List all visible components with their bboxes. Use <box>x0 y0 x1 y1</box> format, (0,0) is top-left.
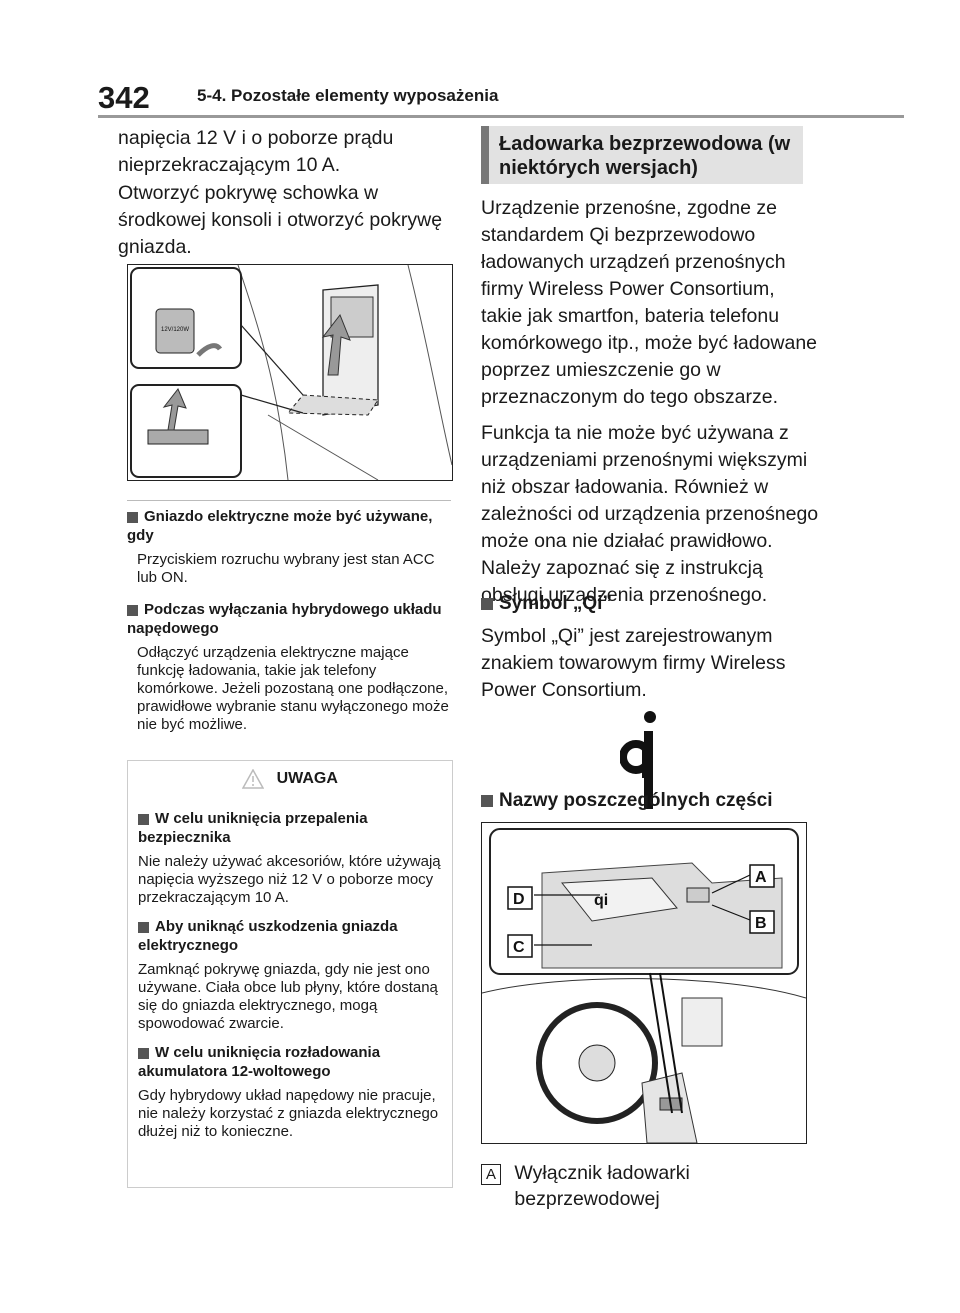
section-title: 5-4. Pozostałe elementy wyposażenia <box>197 86 499 105</box>
socket-illustration: 12V/120W <box>127 264 453 481</box>
bullet-square-icon <box>127 604 138 616</box>
bullet-square-icon <box>138 921 149 933</box>
warning-h2: Aby uniknąć uszkodzenia gniazda elektryc… <box>138 918 398 954</box>
section-heading: Ładowarka bezprzewodowa (w niektórych we… <box>481 126 803 184</box>
warning-b3: Gdy hybrydowy układ napędowy nie pracuje… <box>138 1087 439 1140</box>
note-1: Gniazdo elektryczne może być używane, gd… <box>127 507 451 587</box>
warning-header: UWAGA <box>128 768 452 789</box>
bullet-square-icon <box>138 1047 149 1059</box>
callout-b: B <box>755 915 767 932</box>
divider <box>127 500 451 501</box>
warning-h1: W celu uniknięcia przepalenia bezpieczni… <box>138 810 368 846</box>
item-a-label: A <box>481 1164 501 1185</box>
symbol-body: Symbol „Qi” jest zarejestrowanym znakiem… <box>481 625 786 701</box>
warning-b1: Nie należy używać akcesoriów, które używ… <box>138 853 441 906</box>
bullet-square-icon <box>138 813 149 825</box>
warning-b2: Zamknąć pokrywę gniazda, gdy nie jest on… <box>138 961 438 1032</box>
left-para-1: napięcia 12 V i o poborze prądu nieprzek… <box>118 127 394 176</box>
bullet-square-icon <box>127 511 138 523</box>
warning-h3: W celu uniknięcia rozładowania akumulato… <box>138 1044 381 1080</box>
wireless-charger-illustration: qi D C A B <box>481 822 807 1144</box>
note-1-title: Gniazdo elektryczne może być używane, gd… <box>127 508 433 544</box>
item-a-text: Wyłącznik ładowarki bezprzewodowej <box>514 1162 690 1210</box>
parts-title: Nazwy poszczególnych części <box>499 790 773 811</box>
callout-a: A <box>755 869 767 886</box>
callout-c: C <box>513 939 525 956</box>
warning-triangle-icon <box>241 768 265 789</box>
note-1-body: Przyciskiem rozruchu wybrany jest stan A… <box>137 551 435 586</box>
note-2: Podczas wyłączania hybrydowego układu na… <box>127 600 451 734</box>
socket-label: 12V/120W <box>161 327 189 333</box>
right-para-1: Urządzenie przenośne, zgodne ze standard… <box>481 197 818 408</box>
note-2-body: Odłączyć urządzenia elektryczne mające f… <box>137 644 449 733</box>
header-rule <box>98 115 904 118</box>
bullet-square-icon <box>481 794 493 807</box>
warning-title: UWAGA <box>276 770 338 788</box>
left-para-2: Otworzyć pokrywę schowka w środkowej kon… <box>118 182 443 258</box>
symbol-title: Symbol „Qi” <box>499 593 612 614</box>
note-2-title: Podczas wyłączania hybrydowego układu na… <box>127 601 442 637</box>
qi-logo-icon <box>619 705 666 815</box>
warning-box: UWAGA W celu uniknięcia przepalenia bezp… <box>127 760 453 1188</box>
symbol-heading: Symbol „Qi” <box>481 593 821 615</box>
item-a: A Wyłącznik ładowarki bezprzewodowej <box>481 1160 821 1212</box>
callout-d: D <box>513 891 525 908</box>
page-number: 342 <box>98 80 150 115</box>
parts-heading: Nazwy poszczególnych części <box>481 790 821 812</box>
svg-text:qi: qi <box>594 892 608 909</box>
bullet-square-icon <box>481 597 493 610</box>
right-para-2: Funkcja ta nie może być używana z urządz… <box>481 422 819 606</box>
